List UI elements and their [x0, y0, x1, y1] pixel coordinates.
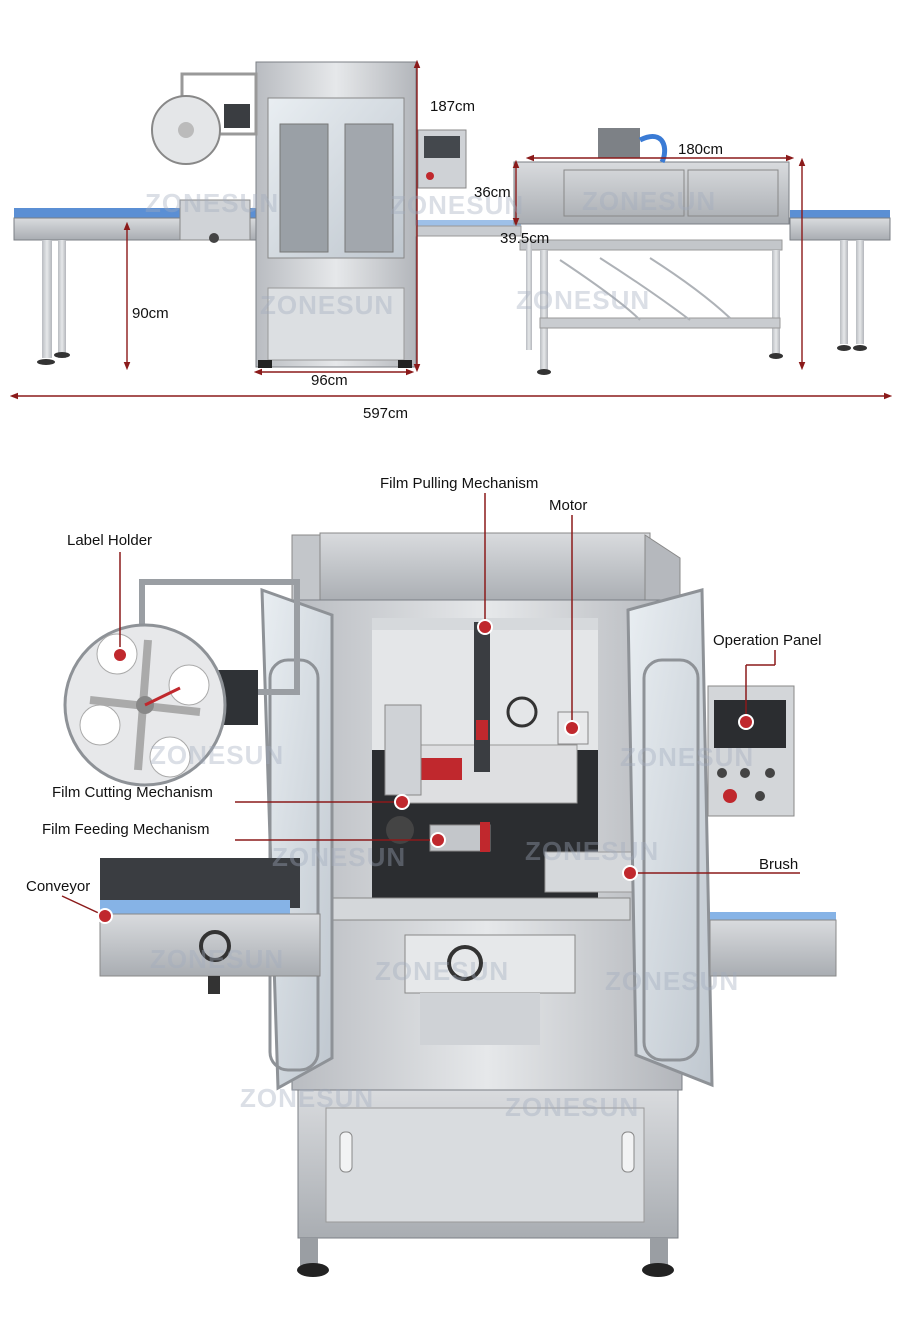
callout-dot-film-cutting [394, 794, 410, 810]
top-main-cabinet [151, 61, 467, 368]
watermark: ZONESUN [605, 966, 740, 996]
dim-machine-width-label: 96cm [311, 372, 348, 389]
callout-dot-operation-panel [738, 714, 754, 730]
watermark: ZONESUN [272, 842, 407, 872]
callout-film-feeding: Film Feeding Mechanism [42, 821, 210, 838]
watermark: ZONESUN [145, 188, 280, 218]
callout-dot-film-feeding [430, 832, 446, 848]
watermark: ZONESUN [260, 290, 395, 320]
callout-film-pulling: Film Pulling Mechanism [380, 475, 539, 492]
watermark: ZONESUN [516, 285, 651, 315]
dim-total-length-label: 597cm [363, 405, 409, 422]
watermark: ZONESUN [620, 742, 755, 772]
watermark: ZONESUN [375, 956, 510, 986]
dimension-lines [9, 59, 893, 400]
callout-label-holder: Label Holder [67, 532, 153, 549]
callout-dots [97, 619, 754, 924]
dim-tunnel-width-label: 39.5cm [500, 230, 550, 247]
top-infeed-conveyor [13, 199, 260, 365]
top-shrink-tunnel [513, 128, 790, 375]
watermark: ZONESUN [150, 740, 285, 770]
callout-lines [61, 493, 800, 917]
watermark: ZONESUN [240, 1083, 375, 1113]
dim-conveyor-height-label: 90cm [132, 305, 169, 322]
callout-dot-label-holder [112, 647, 128, 663]
callout-dot-motor [564, 720, 580, 736]
dim-height-label: 187cm [430, 98, 476, 115]
callout-motor: Motor [549, 497, 588, 514]
callout-conveyor: Conveyor [26, 878, 91, 895]
dim-tunnel-length-label: 180cm [678, 141, 724, 158]
callout-dot-brush [622, 865, 638, 881]
front-view-machine [63, 532, 837, 1277]
callout-brush: Brush [759, 856, 799, 873]
callout-film-cutting: Film Cutting Mechanism [52, 784, 213, 801]
watermark: ZONESUN [150, 944, 285, 974]
callout-dot-film-pulling [477, 619, 493, 635]
callout-operation-panel: Operation Panel [713, 632, 822, 649]
watermark: ZONESUN [582, 186, 717, 216]
watermark: ZONESUN [525, 836, 660, 866]
watermark: ZONESUN [390, 190, 525, 220]
watermark: ZONESUN [505, 1092, 640, 1122]
dim-tunnel-height-label: 36cm [474, 184, 511, 201]
top-outfeed-conveyor [789, 210, 891, 351]
callout-dot-conveyor [97, 908, 113, 924]
